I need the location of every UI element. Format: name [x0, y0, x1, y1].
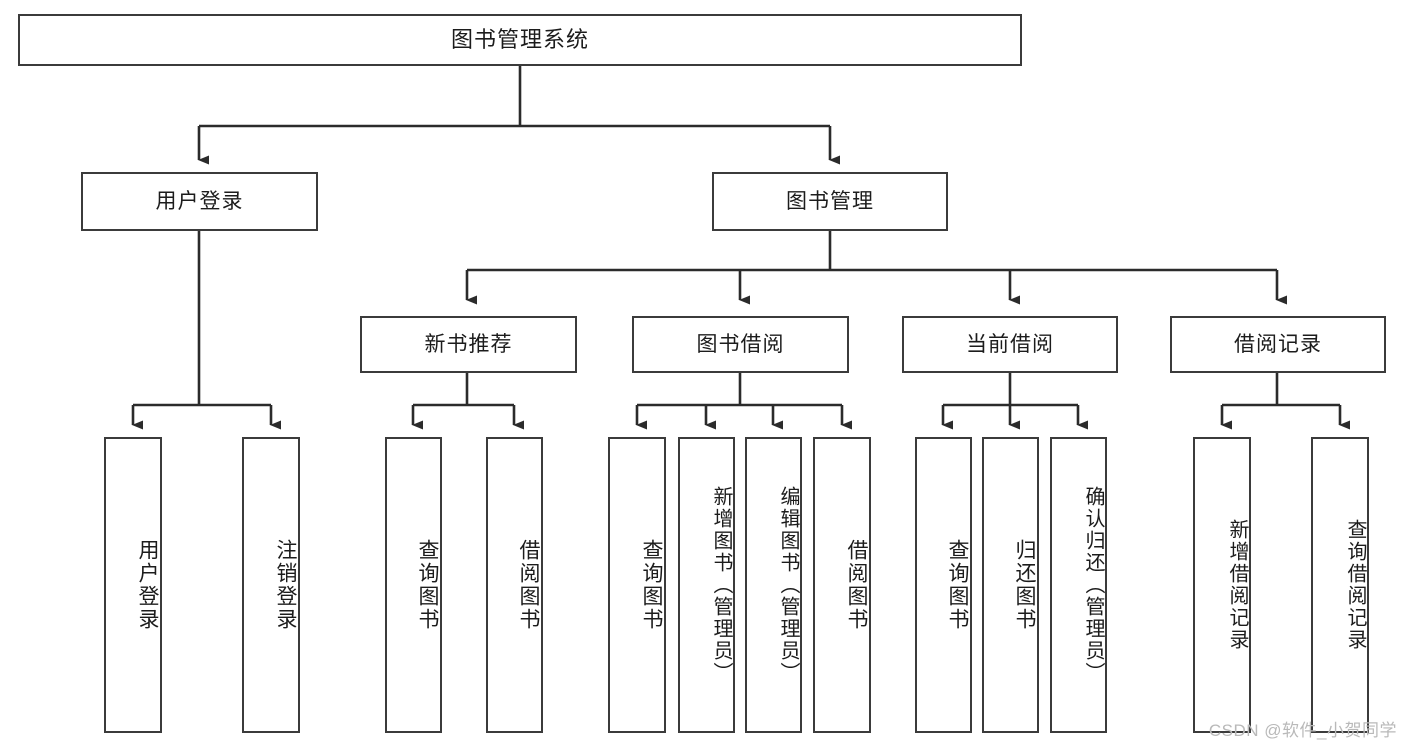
leaf-confirm-return-admin[interactable]: 确认归还（管理员）: [1050, 437, 1107, 733]
leaf-user-login[interactable]: 用户登录: [104, 437, 162, 733]
leaf-logout-login[interactable]: 注销登录: [242, 437, 300, 733]
leaf-borrow-book-recommend[interactable]: 借阅图书: [486, 437, 543, 733]
node-new-book-recommend[interactable]: 新书推荐: [360, 316, 577, 373]
node-current-borrow[interactable]: 当前借阅: [902, 316, 1118, 373]
node-book-management[interactable]: 图书管理: [712, 172, 948, 231]
leaf-borrow-book-borrow[interactable]: 借阅图书: [813, 437, 871, 733]
leaf-query-book-current[interactable]: 查询图书: [915, 437, 972, 733]
node-book-borrow[interactable]: 图书借阅: [632, 316, 849, 373]
leaf-return-book[interactable]: 归还图书: [982, 437, 1039, 733]
leaf-query-book-recommend[interactable]: 查询图书: [385, 437, 442, 733]
leaf-add-book-admin[interactable]: 新增图书（管理员）: [678, 437, 735, 733]
leaf-query-borrow-record[interactable]: 查询借阅记录: [1311, 437, 1369, 733]
leaf-query-book-borrow[interactable]: 查询图书: [608, 437, 666, 733]
leaf-add-borrow-record[interactable]: 新增借阅记录: [1193, 437, 1251, 733]
node-user-login[interactable]: 用户登录: [81, 172, 318, 231]
leaf-edit-book-admin[interactable]: 编辑图书（管理员）: [745, 437, 802, 733]
node-root-system[interactable]: 图书管理系统: [18, 14, 1022, 66]
node-borrow-record[interactable]: 借阅记录: [1170, 316, 1386, 373]
